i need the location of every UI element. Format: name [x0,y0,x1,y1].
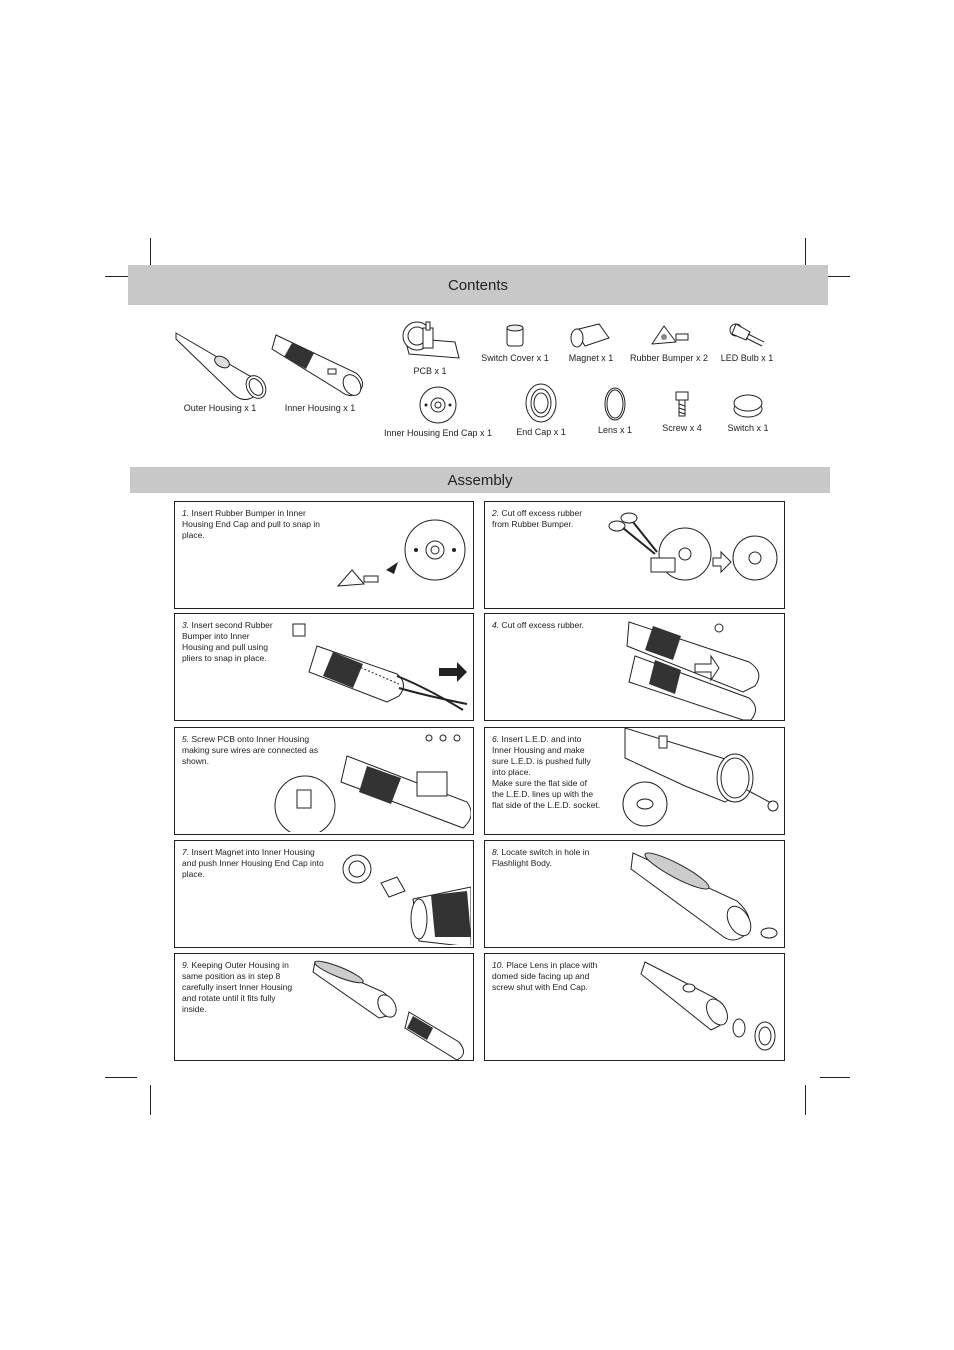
part-label: End Cap x 1 [516,427,566,437]
step-number: 8. [492,847,500,857]
crop-mark [150,1085,151,1115]
crop-mark [150,238,151,270]
part-label: Inner Housing x 1 [284,403,356,413]
part-label: PCB x 1 [413,366,447,376]
part-label: Inner Housing End Cap x 1 [383,428,493,438]
assembly-step-10: 10. Place Lens in place with domed side … [484,953,785,1061]
end-cap-icon [525,383,557,423]
rubber-bumper-icon [651,325,689,345]
step-number: 9. [182,960,190,970]
step-text: Screw PCB onto Inner Housing making sure… [182,734,319,766]
part-label: Magnet x 1 [568,353,614,363]
step-text: Insert L.E.D. and into Inner Housing and… [492,734,601,810]
step-illustration [312,960,464,1060]
part-switch: Switch x 1 [718,390,778,433]
step-number: 4. [492,620,500,630]
assembly-step-1: 1. Insert Rubber Bumper in Inner Housing… [174,501,474,609]
screw-icon [675,391,689,417]
part-inner-housing: Inner Housing x 1 [270,325,370,413]
step-number: 7. [182,847,190,857]
contents-header: Contents [128,265,828,305]
assembly-step-5: 5. Screw PCB onto Inner Housing making s… [174,727,474,835]
step-text: Locate switch in hole in Flashlight Body… [492,847,590,868]
assembly-step-7: 7. Insert Magnet into Inner Housing and … [174,840,474,948]
step-text: Insert Rubber Bumper in Inner Housing En… [182,508,320,540]
step-number: 5. [182,734,190,744]
part-label: Switch Cover x 1 [481,353,549,363]
step-number: 10. [492,960,504,970]
inner-housing-icon [271,334,363,397]
switch-icon [733,394,763,418]
part-lens: Lens x 1 [585,386,645,435]
step-text: Cut off excess rubber from Rubber Bumper… [492,508,583,529]
assembly-step-6: 6. Insert L.E.D. and into Inner Housing … [484,727,785,835]
assembly-step-9: 9. Keeping Outer Housing in same positio… [174,953,474,1061]
crop-mark [805,238,806,270]
crop-mark [820,276,850,277]
part-label: Lens x 1 [597,425,633,435]
crop-mark [105,1077,137,1078]
step-illustration [630,852,778,941]
switch-cover-icon [506,324,524,347]
step-illustration [640,961,776,1051]
step-text: Cut off excess rubber. [499,620,584,630]
step-illustration [342,854,471,945]
step-number: 1. [182,508,190,518]
part-magnet: Magnet x 1 [555,320,627,363]
step-illustration [626,621,760,720]
assembly-header: Assembly [130,467,830,493]
assembly-title: Assembly [447,471,513,489]
assembly-step-8: 8. Locate switch in hole in Flashlight B… [484,840,785,948]
part-rubber-bumper: Rubber Bumper x 2 [624,322,714,363]
step-illustration [608,512,778,581]
step-number: 6. [492,734,500,744]
part-label: LED Bulb x 1 [720,353,774,363]
step-text: Insert second Rubber Bumper into Inner H… [182,620,273,663]
step-text: Place Lens in place with domed side faci… [492,960,598,992]
part-led-bulb: LED Bulb x 1 [712,320,782,363]
step-number: 2. [492,508,500,518]
end-cap-icon [419,386,457,424]
part-label: Outer Housing x 1 [183,403,257,413]
lens-icon [604,387,626,421]
assembly-step-3: 3. Insert second Rubber Bumper into Inne… [174,613,474,721]
contents-title: Contents [447,276,509,294]
step-illustration [622,728,779,827]
part-screw: Screw x 4 [652,388,712,433]
step-illustration [274,734,471,832]
step-number: 3. [182,620,190,630]
part-outer-housing: Outer Housing x 1 [170,325,270,413]
pcb-icon [402,321,460,359]
crop-mark [105,276,137,277]
assembly-step-2: 2. Cut off excess rubber from Rubber Bum… [484,501,785,609]
outer-housing-icon [175,332,267,400]
part-switch-cover: Switch Cover x 1 [475,322,555,363]
step-illustration [292,623,468,711]
part-pcb: PCB x 1 [385,318,475,376]
part-label: Rubber Bumper x 2 [629,353,709,363]
assembly-step-4: 4. Cut off excess rubber. [484,613,785,721]
part-inner-housing-end-cap: Inner Housing End Cap x 1 [378,385,498,438]
led-bulb-icon [729,323,765,347]
magnet-icon [570,323,610,348]
part-label: Screw x 4 [662,423,702,433]
step-illustration [336,519,466,587]
crop-mark [820,1077,850,1078]
step-text: Keeping Outer Housing in same position a… [182,960,293,1014]
step-text: Insert Magnet into Inner Housing and pus… [182,847,324,879]
crop-mark [805,1085,806,1115]
part-end-cap: End Cap x 1 [505,382,577,437]
part-label: Switch x 1 [727,423,769,433]
